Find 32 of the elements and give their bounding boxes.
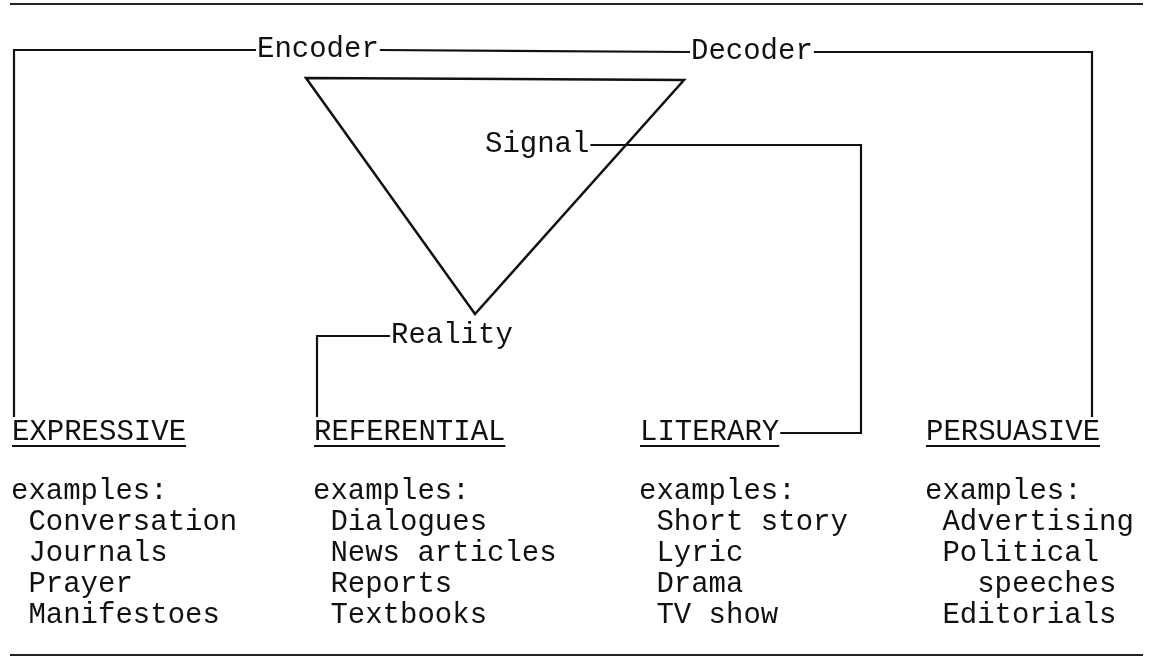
example-item: Textbooks — [329, 600, 488, 631]
example-item: Dialogues — [329, 507, 488, 538]
example-item: Lyric — [655, 538, 744, 569]
node-label: Reality — [390, 320, 514, 352]
example-item: Reports — [329, 569, 453, 600]
examples-label: examples: — [925, 476, 1082, 507]
node-label: Signal — [484, 129, 591, 161]
category-heading: LITERARY — [639, 417, 781, 449]
example-item: Prayer — [27, 569, 133, 600]
example-item: Advertising — [941, 507, 1134, 538]
connector-line — [590, 143, 863, 435]
category-heading: EXPRESSIVE — [11, 417, 188, 449]
examples-label: examples: — [313, 476, 470, 507]
connector-line — [813, 50, 1094, 417]
example-item: Editorials — [941, 600, 1117, 631]
example-item: Journals — [27, 538, 168, 569]
example-item: Conversation — [27, 507, 238, 538]
connector-line — [12, 48, 256, 417]
connector-line — [315, 334, 390, 417]
example-item: TV show — [655, 600, 779, 631]
example-item: Political speeches — [941, 538, 1118, 600]
connector-line — [379, 48, 690, 54]
node-label: Encoder — [256, 34, 380, 66]
example-item: News articles — [329, 538, 557, 569]
category-heading: PERSUASIVE — [925, 417, 1102, 449]
example-item: Short story — [655, 507, 848, 538]
examples-label: examples: — [11, 476, 168, 507]
category-heading: REFERENTIAL — [313, 417, 507, 449]
node-label: Decoder — [690, 36, 814, 68]
example-item: Manifestoes — [27, 600, 220, 631]
examples-label: examples: — [639, 476, 796, 507]
example-item: Drama — [655, 569, 744, 600]
